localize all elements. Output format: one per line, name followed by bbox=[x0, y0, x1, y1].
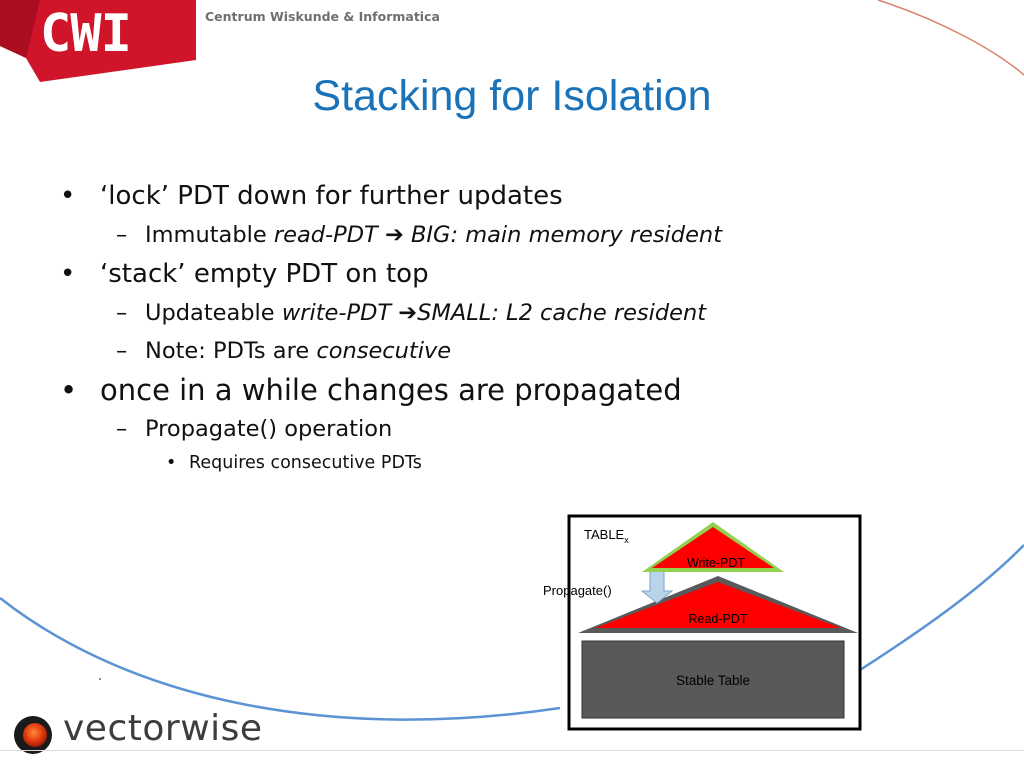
sub-bullet-updateable: Updateable write-PDT ➔SMALL: L2 cache re… bbox=[58, 294, 898, 332]
bullet-lock: ‘lock’ PDT down for further updates bbox=[58, 176, 898, 216]
read-pdt-label: Read-PDT bbox=[688, 612, 747, 626]
stable-table-block bbox=[581, 640, 845, 719]
vectorwise-brand: vectorwise bbox=[63, 708, 263, 749]
stray-dot bbox=[99, 678, 101, 680]
bullet-list: ‘lock’ PDT down for further updates Immu… bbox=[58, 176, 898, 478]
slide-title: Stacking for Isolation bbox=[312, 72, 712, 120]
arrow-right-icon: ➔ bbox=[384, 222, 404, 248]
bullet-propagated: once in a while changes are propagated bbox=[58, 370, 898, 410]
arrow-right-icon: ➔ bbox=[398, 300, 418, 326]
table-label: TABLEx bbox=[584, 527, 629, 545]
read-pdt-triangle bbox=[595, 582, 841, 628]
organization-name: Centrum Wiskunde & Informatica bbox=[205, 9, 440, 24]
write-pdt-triangle bbox=[652, 527, 774, 568]
cwi-logo bbox=[0, 0, 196, 82]
sub-bullet-note: Note: PDTs are consecutive bbox=[58, 332, 898, 370]
sub-bullet-immutable: Immutable read-PDT ➔ BIG: main memory re… bbox=[58, 216, 898, 254]
stable-table-label: Stable Table bbox=[676, 673, 750, 688]
bullet-stack: ‘stack’ empty PDT on top bbox=[58, 254, 898, 294]
propagate-arrow-icon bbox=[640, 570, 674, 604]
propagate-label: Propagate() bbox=[543, 583, 612, 598]
sub-sub-bullet-requires: Requires consecutive PDTs bbox=[58, 448, 898, 478]
footer-divider bbox=[0, 750, 1024, 751]
pdt-stack-diagram: TABLEx Stable Table Read-PDT Write-PDT P… bbox=[543, 514, 862, 731]
cwi-logo-text: CWI bbox=[40, 4, 132, 64]
write-pdt-label: Write-PDT bbox=[687, 556, 745, 570]
sub-bullet-propagate-operation: Propagate() operation bbox=[58, 410, 898, 448]
vectorwise-logo-icon bbox=[14, 716, 52, 754]
